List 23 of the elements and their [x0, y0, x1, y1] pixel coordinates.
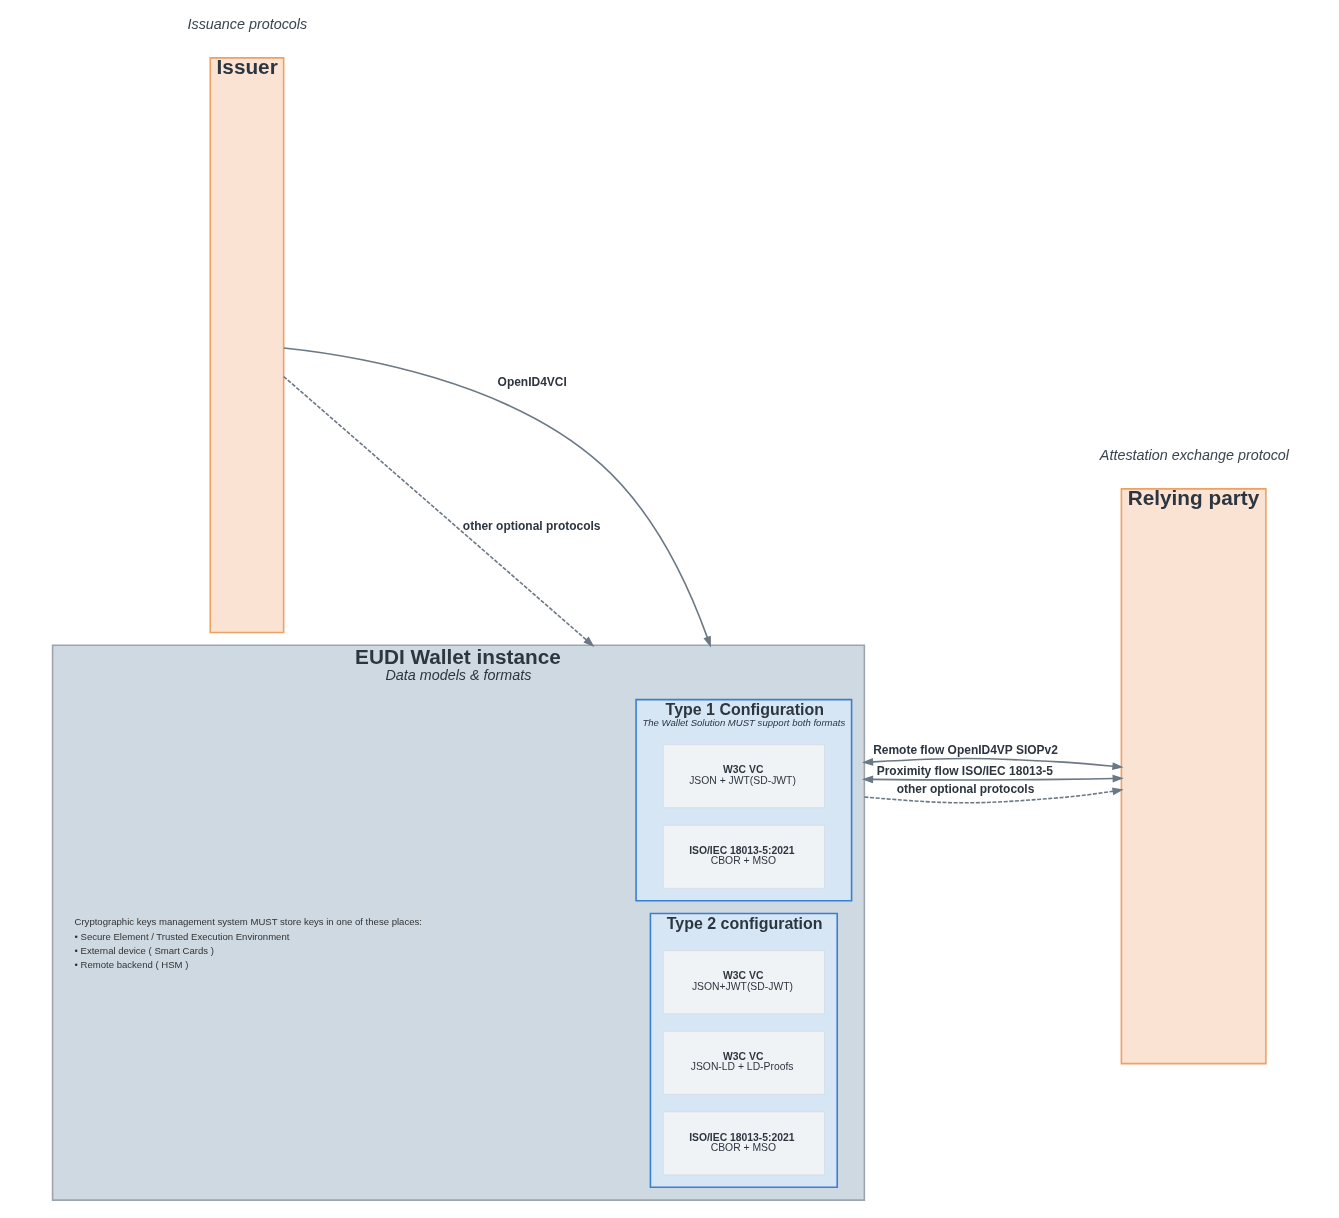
- node-box: Relying party: [1120, 488, 1267, 1065]
- label: • Remote backend ( HSM ): [74, 959, 188, 971]
- label: • Secure Element / Trusted Execution Environment: [74, 930, 289, 942]
- arrow: [282, 375, 594, 647]
- arrow: [861, 757, 1124, 771]
- edge-label: other optional protocols: [462, 519, 600, 534]
- node-box: W3C VC JSON + JWT(SD-JWT): [662, 744, 825, 809]
- node-box: W3C VC JSON+JWT(SD-JWT): [662, 950, 825, 1015]
- node-box: ISO/IEC 18013-5:2021 CBOR + MSO: [662, 1111, 825, 1176]
- arrow: [282, 347, 711, 648]
- edge-label: other optional protocols: [896, 781, 1034, 796]
- edge-label: Remote flow OpenID4VP SIOPv2: [872, 742, 1058, 757]
- node-box: W3C VC JSON-LD + LD-Proofs: [662, 1030, 825, 1095]
- label: Issuance protocols: [186, 15, 307, 32]
- edge-label: OpenID4VCI: [497, 374, 567, 389]
- arrow: [863, 787, 1124, 804]
- node-box: Issuer: [208, 57, 284, 634]
- label: Attestation exchange protocol: [1099, 446, 1289, 463]
- label: • External device ( Smart Cards ): [74, 944, 214, 956]
- arrow: [861, 774, 1124, 784]
- node-box: ISO/IEC 18013-5:2021 CBOR + MSO: [662, 824, 825, 889]
- label: Cryptographic keys management system MUST store keys in one of these places:: [74, 916, 422, 928]
- edge-label: Proximity flow ISO/IEC 18013-5: [876, 763, 1053, 778]
